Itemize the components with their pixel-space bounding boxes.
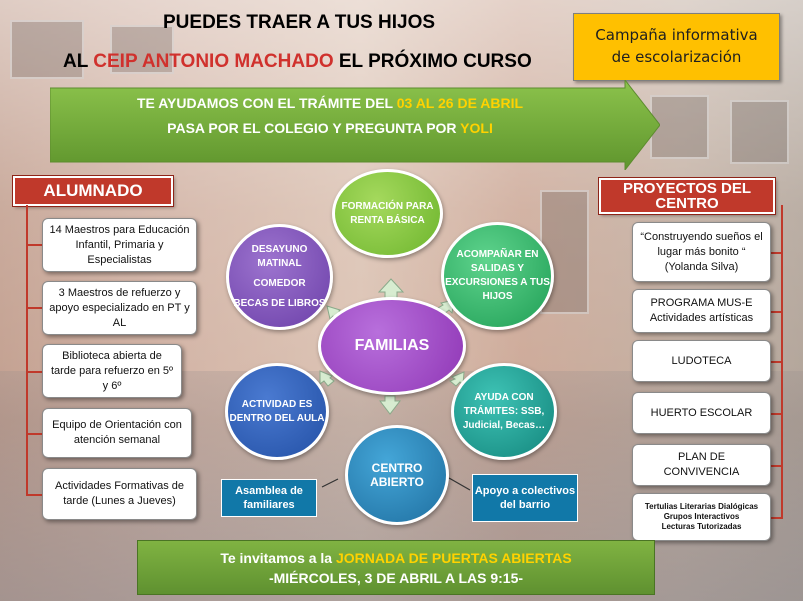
circle-familias: FAMILIAS: [318, 297, 466, 395]
connector-line: [771, 517, 783, 519]
page-title: PUEDES TRAER A TUS HIJOS: [163, 12, 436, 33]
connector-line: [771, 465, 783, 467]
alumnado-connector: [26, 205, 28, 495]
circle-actividad: ACTIVIDAD ES DENTRO DEL AULA: [225, 363, 329, 460]
alumnado-item: 14 Maestros para Educación Infantil, Pri…: [42, 218, 197, 272]
circle-tramites: AYUDA CON TRÁMITES: SSB, Judicial, Becas…: [451, 363, 557, 460]
connector-line: [771, 361, 783, 363]
connector-line: [26, 307, 42, 309]
alumnado-item: Actividades Formativas de tarde (Lunes a…: [42, 468, 197, 520]
alumnado-item: Biblioteca abierta de tarde para refuerz…: [42, 344, 182, 398]
tag-asamblea: Asamblea de familiares: [221, 479, 317, 517]
alumnado-item: 3 Maestros de refuerzo y apoyo especiali…: [42, 281, 197, 335]
connector-line: [26, 371, 42, 373]
connector-line: [26, 244, 42, 246]
circle-centro-abierto: CENTRO ABIERTO: [345, 425, 449, 525]
open-day-banner: Te invitamos a la JORNADA DE PUERTAS ABI…: [137, 540, 655, 595]
proyectos-heading: PROYECTOS DEL CENTRO: [598, 177, 776, 215]
proyecto-item: PROGRAMA MUS-E Actividades artísticas: [632, 289, 771, 333]
alumnado-item: Equipo de Orientación con atención seman…: [42, 408, 192, 458]
connector-line: [771, 252, 783, 254]
page-subtitle: AL CEIP ANTONIO MACHADO EL PRÓXIMO CURSO: [63, 51, 532, 72]
proyecto-item: “Construyendo sueños el lugar más bonito…: [632, 222, 771, 282]
connector-line: [26, 494, 42, 496]
connector-line: [771, 413, 783, 415]
connector-line: [771, 311, 783, 313]
connector-line: [26, 433, 42, 435]
proyecto-item: LUDOTECA: [632, 340, 771, 382]
proyecto-item: PLAN DE CONVIVENCIA: [632, 444, 771, 486]
school-name: CEIP ANTONIO MACHADO: [93, 51, 334, 72]
proyecto-item: HUERTO ESCOLAR: [632, 392, 771, 434]
circle-formacion: FORMACIÓN PARA RENTA BÁSICA: [332, 169, 443, 258]
banner-arrow: [50, 80, 660, 170]
circle-desayuno: DESAYUNO MATINAL COMEDOR BECAS DE LIBROS: [226, 224, 333, 330]
alumnado-heading: ALUMNADO: [12, 175, 174, 207]
tag-apoyo: Apoyo a colectivos del barrio: [472, 474, 578, 522]
circle-acompanar: ACOMPAÑAR EN SALIDAS Y EXCURSIONES A TUS…: [441, 222, 554, 330]
campaign-box: Campaña informativa de escolarización: [573, 13, 780, 81]
proyecto-item: Tertulias Literarias Dialógicas Grupos I…: [632, 493, 771, 541]
